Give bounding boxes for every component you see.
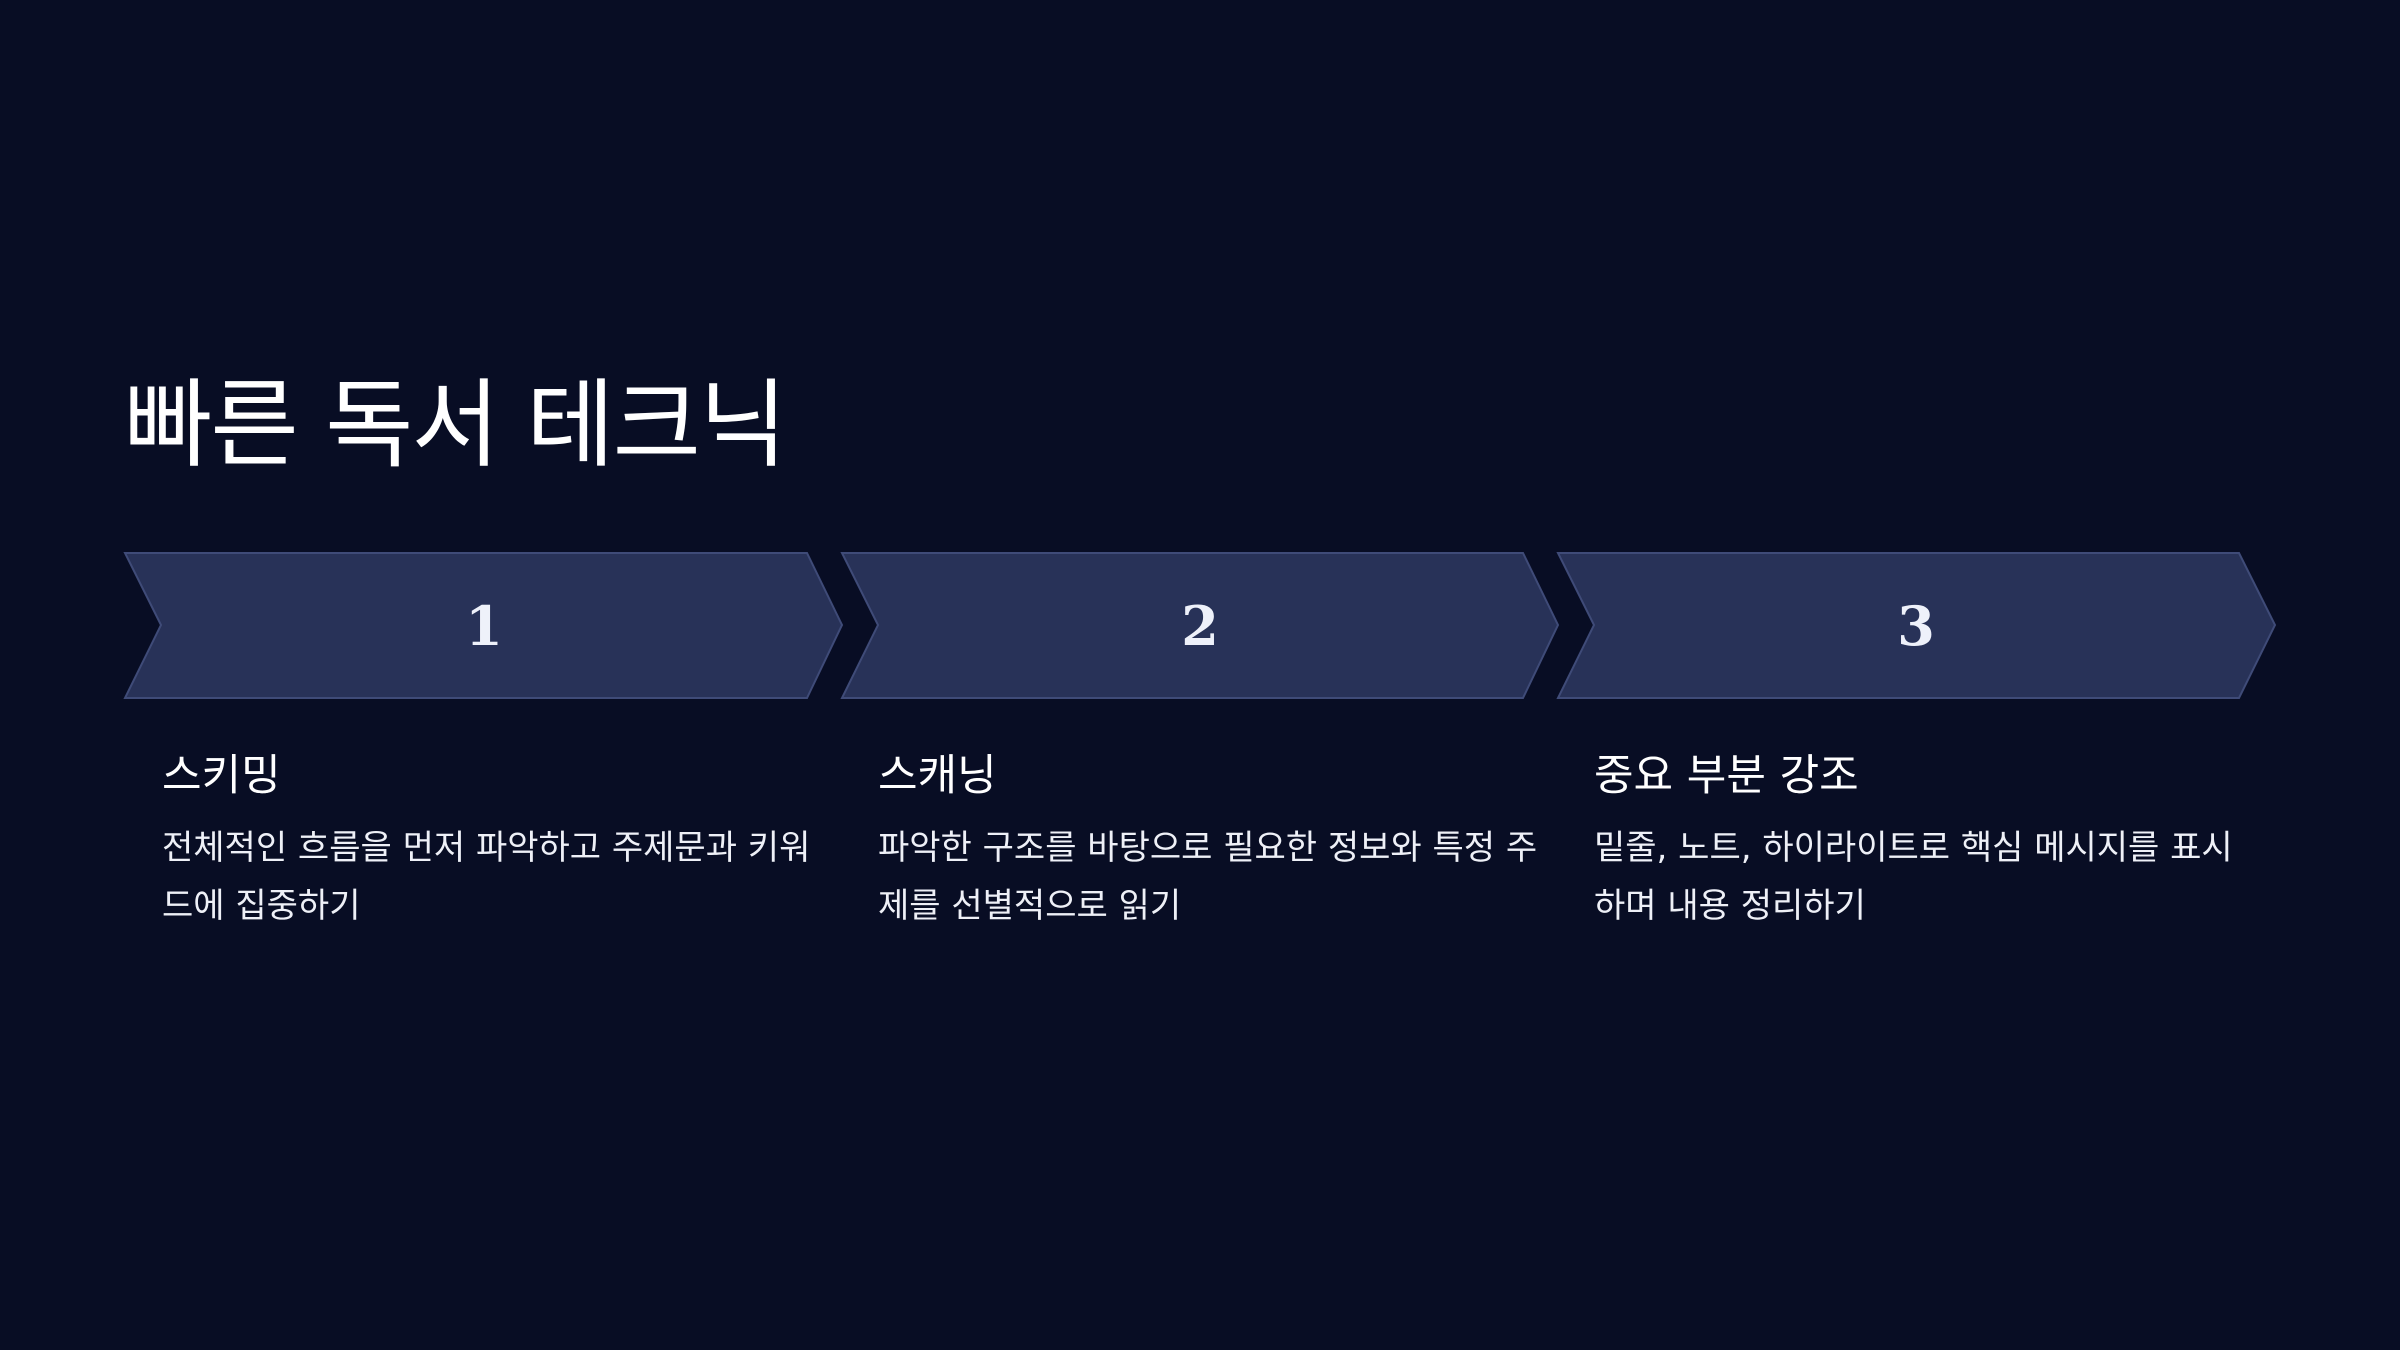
step-1-content: 스키밍 전체적인 흐름을 먼저 파악하고 주제문과 키워드에 집중하기 (162, 745, 822, 935)
step-3-description: 밑줄, 노트, 하이라이트로 핵심 메시지를 표시하며 내용 정리하기 (1594, 828, 2233, 926)
step-3-content: 중요 부분 강조 밑줄, 노트, 하이라이트로 핵심 메시지를 표시하며 내용 … (1594, 745, 2254, 935)
step-1-description: 전체적인 흐름을 먼저 파악하고 주제문과 키워드에 집중하기 (162, 828, 811, 926)
step-3-chevron (1556, 552, 2277, 699)
step-2-description: 파악한 구조를 바탕으로 필요한 정보와 특정 주제를 선별적으로 읽기 (878, 828, 1538, 926)
step-2-content: 스캐닝 파악한 구조를 바탕으로 필요한 정보와 특정 주제를 선별적으로 읽기 (878, 745, 1538, 935)
step-1-title: 스키밍 (162, 751, 281, 801)
step-2-number: 2 (1181, 594, 1219, 658)
step-1-chevron (123, 552, 844, 699)
slide-title: 빠른 독서 테크닉 (124, 369, 787, 481)
step-3-number: 3 (1897, 594, 1935, 658)
step-1-number: 1 (465, 594, 503, 658)
step-3-title: 중요 부분 강조 (1594, 751, 1859, 801)
step-2-title: 스캐닝 (878, 751, 997, 801)
step-2-chevron (840, 552, 1560, 699)
